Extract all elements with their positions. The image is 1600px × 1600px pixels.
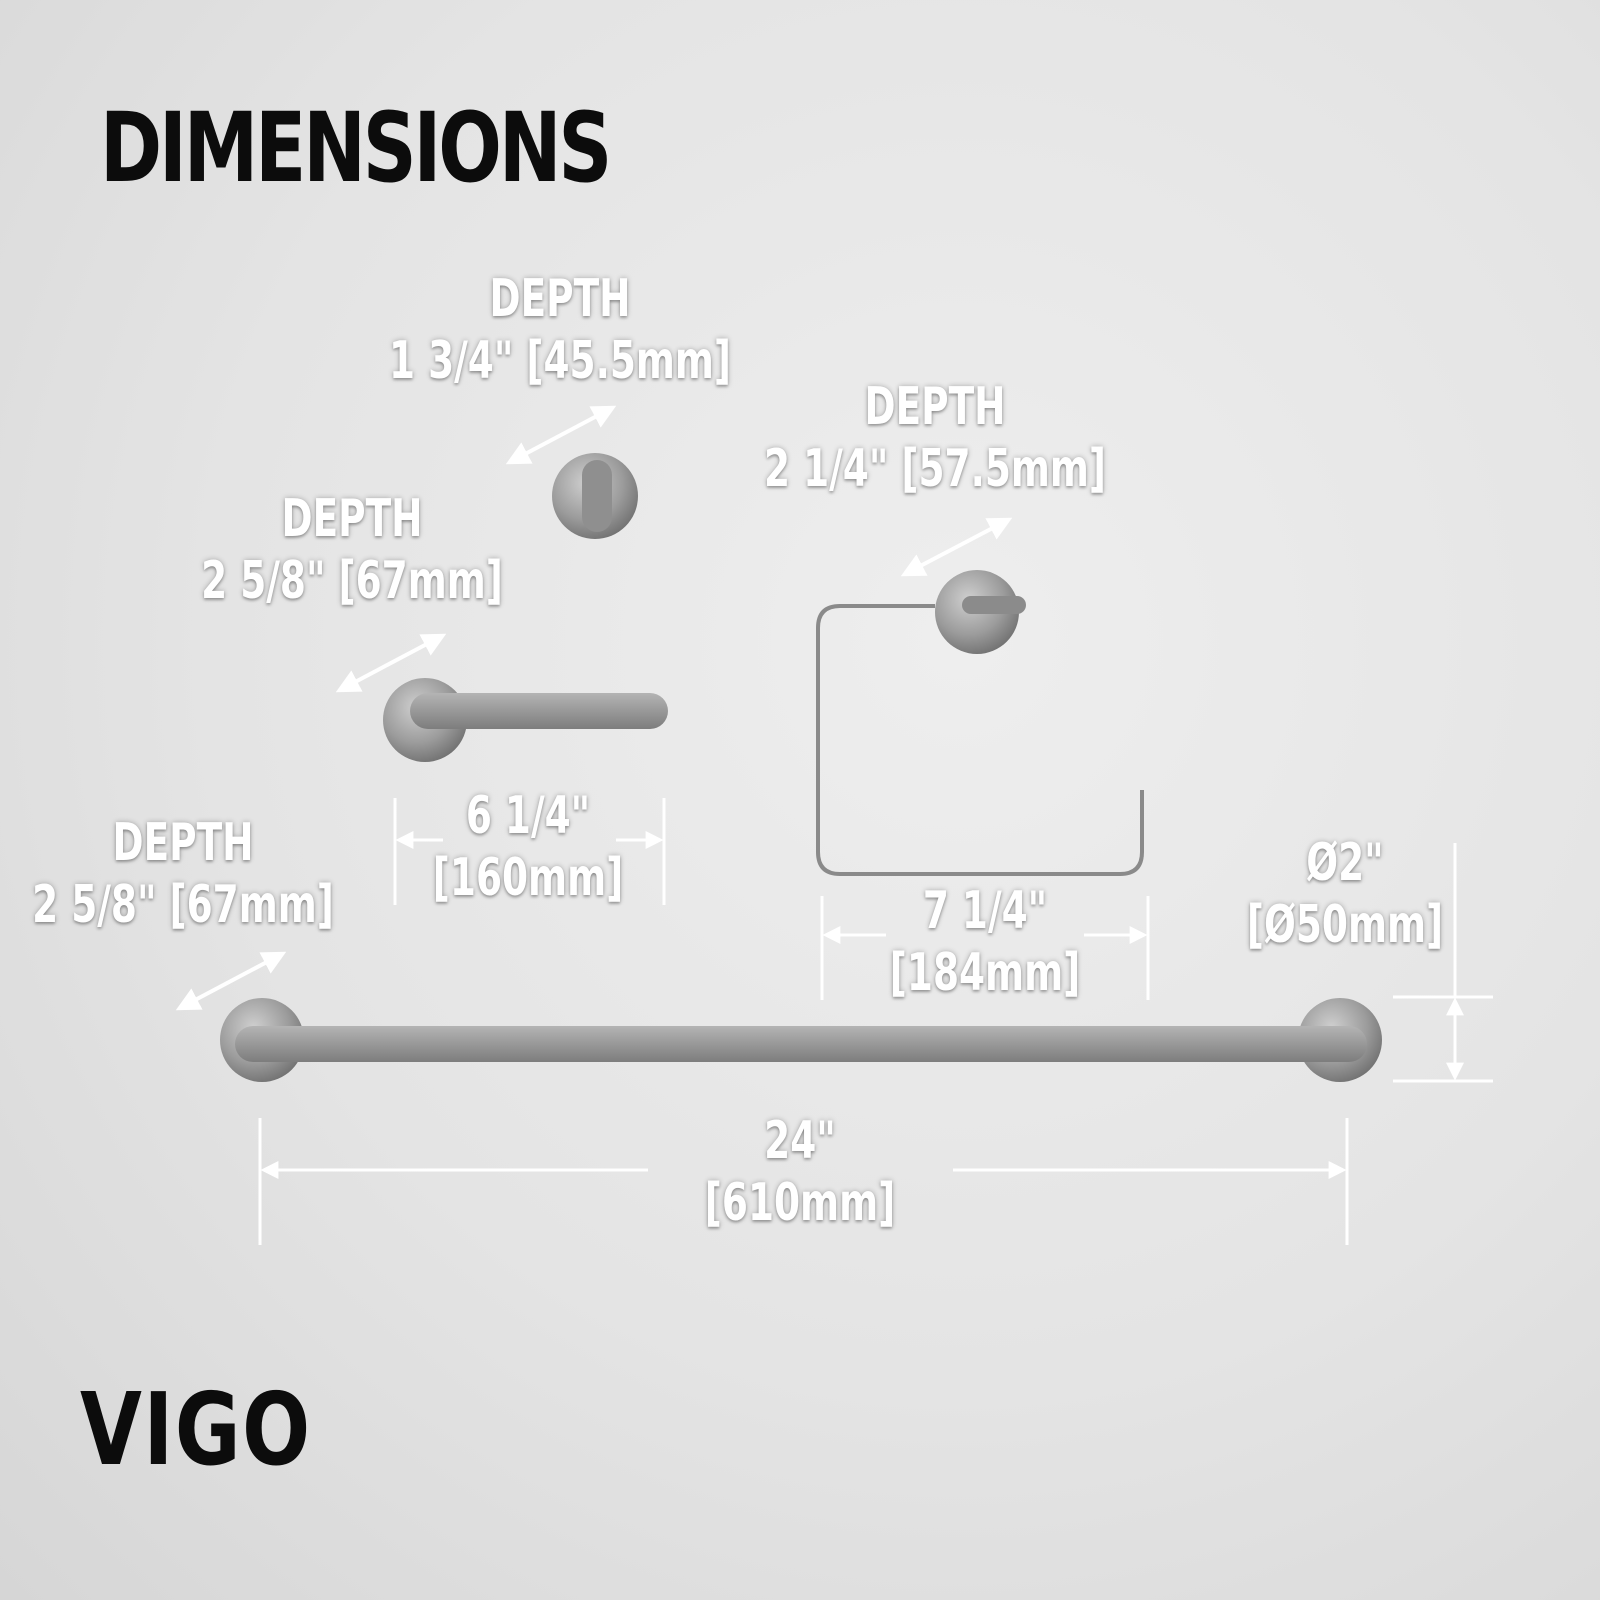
page-title: DIMENSIONS [100, 92, 612, 204]
bar-length-metric: [610mm] [704, 1173, 896, 1233]
robe-hook [552, 453, 638, 539]
ring-depth-heading: DEPTH [864, 377, 1006, 437]
towel-bar [220, 998, 1382, 1082]
bar-diameter-imperial: Ø2" [1306, 833, 1384, 893]
ring-depth-label: DEPTH 2 1/4" [57.5mm] [764, 376, 1106, 500]
hook-depth-heading: DEPTH [489, 269, 631, 329]
long-hook-depth-value: 2 5/8" [67mm] [201, 551, 503, 611]
bar-diameter-label: Ø2" [Ø50mm] [1247, 832, 1443, 956]
ring-width-imperial: 7 1/4" [922, 881, 1048, 941]
ring-depth-value: 2 1/4" [57.5mm] [763, 439, 1107, 499]
depth-arrows [175, 405, 1013, 1011]
hook-depth-label: DEPTH 1 3/4" [45.5mm] [389, 268, 731, 392]
width-dimension-lines [258, 798, 1493, 1245]
ring-width-label: 7 1/4" [184mm] [890, 880, 1080, 1004]
long-hook [383, 678, 668, 762]
towel-ring [816, 570, 1144, 876]
long-hook-width-label: 6 1/4" [160mm] [433, 785, 623, 909]
bar-length-label: 24" [610mm] [705, 1110, 895, 1234]
long-hook-depth-heading: DEPTH [281, 489, 423, 549]
bar-depth-label: DEPTH 2 5/8" [67mm] [32, 812, 334, 936]
hook-depth-value: 1 3/4" [45.5mm] [388, 331, 732, 391]
bar-diameter-metric: [Ø50mm] [1246, 895, 1444, 955]
long-hook-width-metric: [160mm] [432, 848, 624, 908]
long-hook-depth-label: DEPTH 2 5/8" [67mm] [201, 488, 503, 612]
bar-length-imperial: 24" [764, 1111, 836, 1171]
bar-depth-value: 2 5/8" [67mm] [32, 875, 334, 935]
ring-width-metric: [184mm] [889, 943, 1081, 1003]
long-hook-width-imperial: 6 1/4" [465, 786, 591, 846]
brand-logo: VIGO [80, 1371, 312, 1488]
bar-depth-heading: DEPTH [112, 813, 254, 873]
